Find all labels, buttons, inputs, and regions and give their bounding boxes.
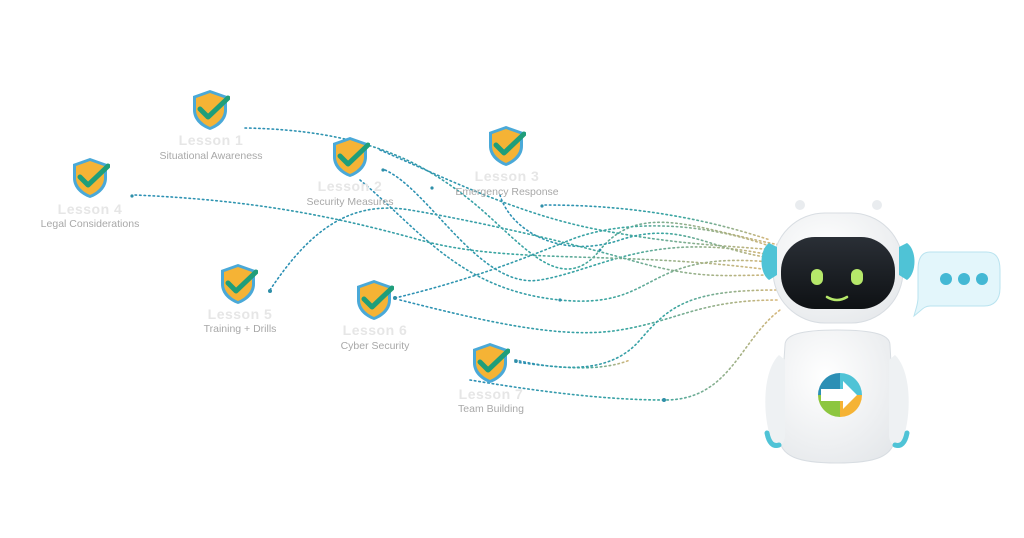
lesson-title: Lesson 5	[207, 306, 273, 322]
lesson-title: Lesson 1	[178, 132, 244, 148]
lesson-subtitle: Security Measures	[306, 196, 394, 208]
lesson-title: Lesson 3	[474, 168, 540, 184]
lesson-subtitle: Legal Considerations	[40, 218, 140, 230]
shield-check-icon	[489, 126, 526, 166]
shield-check-icon	[193, 90, 230, 130]
shield-check-icon	[333, 137, 370, 177]
path-lesson-6	[394, 225, 776, 299]
lesson-title: Lesson 6	[342, 322, 408, 338]
path-lesson-1	[244, 127, 781, 270]
lesson-title: Lesson 2	[317, 178, 383, 194]
path-lesson-3	[499, 194, 773, 259]
shield-check-icon	[357, 280, 394, 320]
path-lesson-2	[384, 169, 771, 282]
path-lesson-1b	[379, 149, 776, 251]
lesson-title: Lesson 7	[458, 386, 524, 402]
path-lesson-3b	[544, 204, 771, 241]
lesson-subtitle: Training + Drills	[203, 323, 277, 335]
arrow-logo-icon	[818, 373, 862, 417]
lesson-subtitle: Emergency Response	[455, 186, 559, 198]
path-lesson-7	[514, 289, 779, 369]
robot-icon	[761, 200, 915, 464]
path-lesson-5	[269, 207, 779, 291]
lesson-subtitle: Situational Awareness	[159, 150, 263, 162]
path-lesson-6b	[399, 299, 779, 334]
path-lesson-7c	[514, 359, 631, 369]
lesson-title: Lesson 4	[57, 201, 123, 217]
shield-check-icon	[221, 264, 258, 304]
lesson-subtitle: Cyber Security	[340, 340, 410, 352]
chat-bubble-icon	[913, 251, 1001, 318]
shield-check-icon	[73, 158, 110, 198]
shield-check-icon	[473, 343, 510, 383]
lesson-subtitle: Team Building	[458, 403, 524, 415]
path-lesson-4	[134, 194, 771, 271]
